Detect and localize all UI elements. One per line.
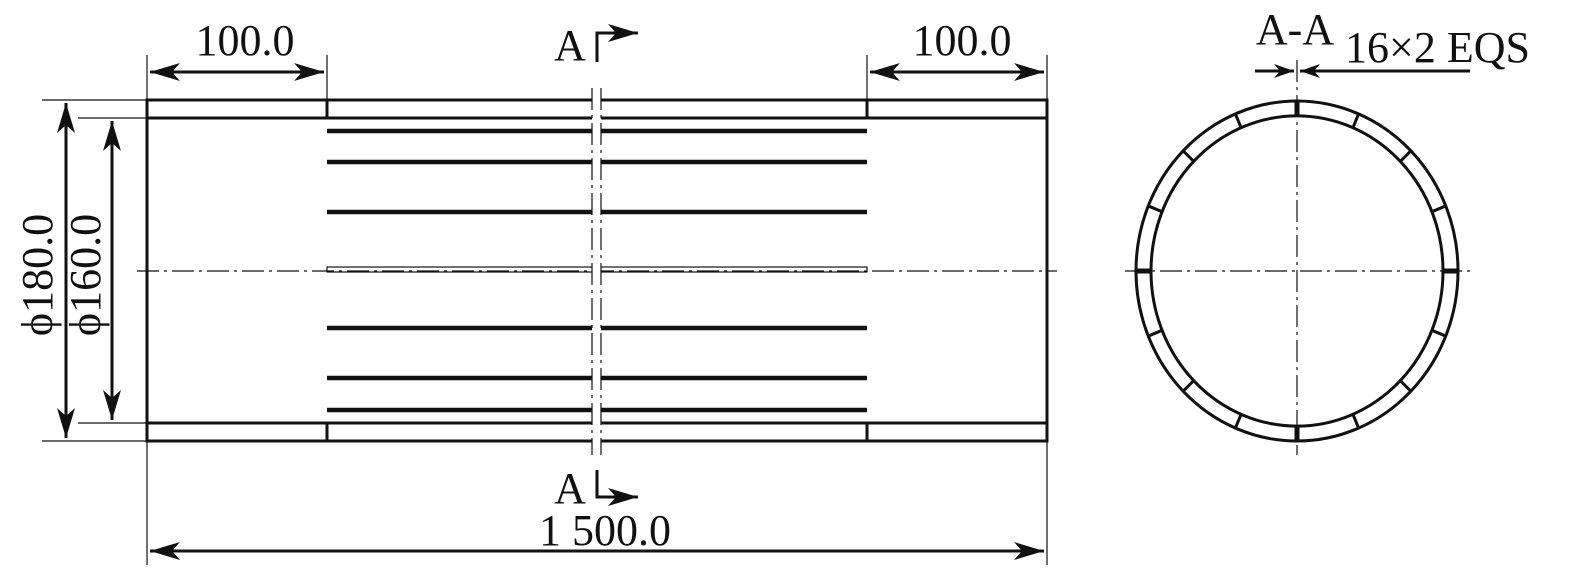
- section-mark-bottom: A: [554, 464, 638, 513]
- ring-slot: [1234, 113, 1243, 129]
- ring-slot: [1234, 413, 1243, 429]
- section-view-a-a: A-A 16×2 EQS: [1125, 5, 1530, 455]
- left-hatched-end-bottom: [145, 421, 329, 443]
- ring-slot: [1147, 204, 1163, 214]
- right-hatched-end-bottom: [865, 421, 1049, 443]
- ring-slot: [1147, 328, 1163, 338]
- ring-slot: [1182, 379, 1195, 393]
- svg-text:A: A: [554, 21, 586, 70]
- tube-side-view: [137, 88, 1057, 455]
- inner-diameter-dimension: ϕ160.0: [61, 214, 110, 336]
- section-mark-top: A: [554, 21, 638, 70]
- svg-text:A: A: [554, 464, 586, 513]
- ring-slot: [1182, 149, 1195, 163]
- ring-slot: [1351, 113, 1360, 129]
- slot-count-note: 16×2 EQS: [1345, 23, 1530, 72]
- section-gap: [592, 88, 601, 453]
- section-view-title: A-A: [1256, 5, 1334, 54]
- left-hatched-end-top: [145, 98, 329, 120]
- ring-slot: [1399, 149, 1412, 163]
- total-length-dimension: 1 500.0: [539, 506, 671, 555]
- ring-slot: [1431, 328, 1447, 338]
- right-length-dimension: 100.0: [913, 16, 1012, 65]
- outer-diameter-dimension: ϕ180.0: [13, 214, 62, 336]
- right-hatched-end-top: [865, 98, 1049, 120]
- dimensions: 100.0 100.0 ϕ180.0 ϕ160.0 1 500.0: [13, 16, 1048, 565]
- ring-slot: [1399, 379, 1412, 393]
- ring-slot: [1431, 204, 1447, 214]
- left-length-dimension: 100.0: [196, 16, 295, 65]
- ring-slot: [1351, 413, 1360, 429]
